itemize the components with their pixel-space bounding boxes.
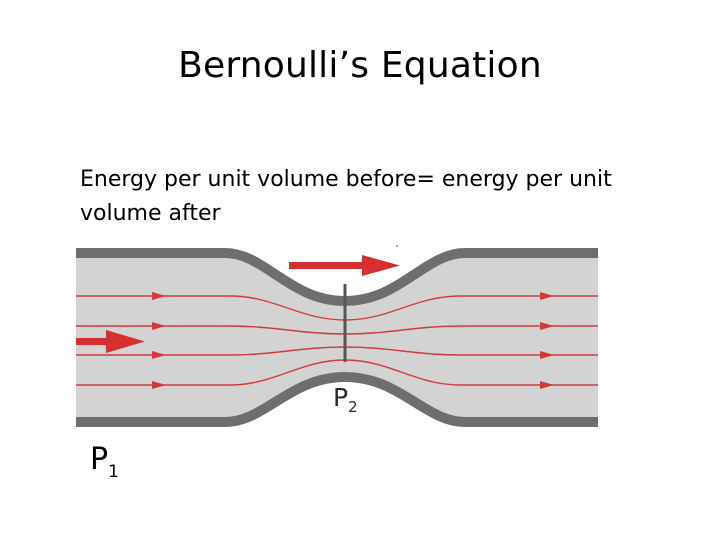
flow-arrow-inlet	[76, 330, 145, 353]
p2-label: P2	[333, 383, 358, 416]
arrowhead-icon	[540, 381, 554, 389]
arrowhead-icon	[152, 322, 166, 330]
stray-dot	[396, 245, 398, 247]
p1-label: P1	[90, 442, 119, 482]
fluid-region	[76, 258, 598, 417]
arrowhead-icon	[540, 322, 554, 330]
body-text: Energy per unit volume before= energy pe…	[80, 167, 612, 226]
flow-arrow-top	[289, 255, 400, 276]
streamline-arrows-right	[540, 292, 554, 389]
arrowhead-icon	[152, 351, 166, 359]
arrowhead-icon	[540, 292, 554, 300]
slide-title: Bernoulli’s Equation	[178, 45, 542, 86]
arrowhead-icon	[152, 381, 166, 389]
arrowhead-icon	[540, 351, 554, 359]
streamline-arrows-left	[152, 292, 166, 389]
arrowhead-icon	[152, 292, 166, 300]
pipe-bottom-wall	[76, 371, 598, 427]
